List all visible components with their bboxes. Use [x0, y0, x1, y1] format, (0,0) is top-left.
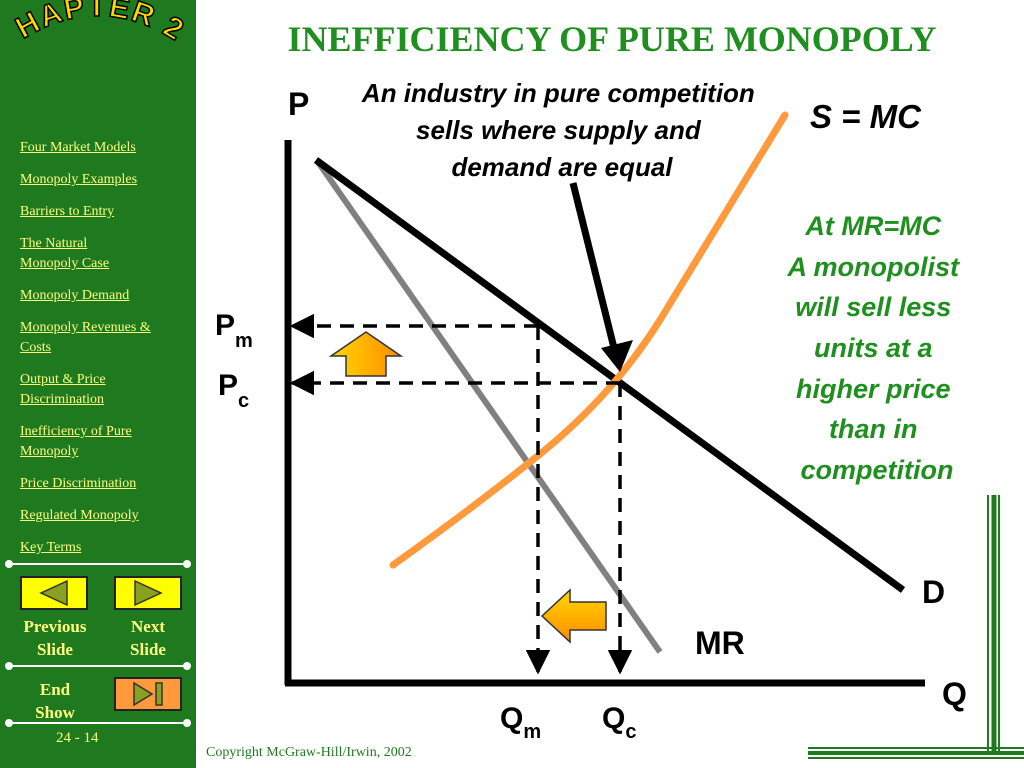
nav-link[interactable]: Output & Price Discrimination: [20, 372, 106, 407]
supply-curve-label: S = MC: [810, 98, 922, 135]
qc-label: Qc: [602, 702, 636, 743]
end-show-label[interactable]: End Show: [35, 680, 75, 722]
price-increase-arrow-icon: [328, 331, 404, 377]
monopoly-note: At MR=MC A monopolist will sell less uni…: [787, 211, 967, 485]
decorative-border: [987, 495, 1000, 753]
demand-curve: [313, 157, 906, 593]
chapter-badge: CHAPTER 24: [0, 0, 191, 49]
nav-link[interactable]: Monopoly Demand: [20, 288, 130, 303]
svg-text:CHAPTER 24: CHAPTER 24: [0, 0, 191, 48]
mr-curve-label: MR: [695, 625, 745, 661]
qm-label: Qm: [500, 702, 541, 743]
next-slide-label[interactable]: Next Slide: [130, 617, 166, 659]
previous-slide-button[interactable]: [20, 576, 88, 610]
next-slide-button[interactable]: [114, 576, 182, 610]
nav-link[interactable]: The Natural Monopoly Case: [20, 236, 110, 271]
end-show-button[interactable]: [114, 677, 182, 711]
copyright-text: Copyright McGraw-Hill/Irwin, 2002: [206, 745, 412, 760]
supply-curve: [389, 111, 789, 569]
nav-link[interactable]: Key Terms: [20, 540, 82, 555]
x-axis-label: Q: [942, 676, 967, 712]
sidebar-nav: Four Market Models Monopoly Examples Bar…: [20, 138, 190, 570]
competition-note: An industry in pure competition sells wh…: [361, 78, 762, 182]
end-show-icon: [133, 681, 163, 707]
slide-title: INEFFICIENCY OF PURE MONOPOLY: [287, 19, 937, 59]
nav-link[interactable]: Four Market Models: [20, 140, 136, 155]
mr-curve: [315, 160, 663, 654]
nav-link[interactable]: Inefficiency of Pure Monopoly: [20, 424, 132, 459]
chapter-badge-text: CHAPTER 24: [0, 0, 189, 49]
nav-link[interactable]: Barriers to Entry: [20, 204, 115, 219]
triangle-right-icon: [134, 579, 163, 607]
divider: [5, 662, 191, 670]
quantity-decrease-arrow-icon: [540, 588, 607, 644]
y-axis-label: P: [288, 86, 309, 122]
sidebar: CHAPTER 24 Four Market Models Monopoly E…: [0, 0, 196, 768]
nav-link[interactable]: Monopoly Revenues & Costs: [20, 320, 151, 355]
nav-link[interactable]: Regulated Monopoly: [20, 508, 139, 523]
slide-number: 24 - 14: [56, 730, 99, 746]
nav-link[interactable]: Monopoly Examples: [20, 172, 138, 187]
pm-label: Pm: [215, 309, 253, 352]
pc-label: Pc: [218, 369, 249, 412]
divider: [5, 560, 191, 568]
triangle-left-icon: [39, 579, 68, 607]
divider: [5, 719, 191, 727]
decorative-bottom-border: [808, 747, 1024, 759]
pointer-arrowhead: [601, 340, 633, 372]
pointer-arrow: [569, 182, 621, 361]
previous-slide-label[interactable]: Previous Slide: [23, 617, 87, 659]
monopoly-diagram: P Q S = MC D MR Pm Pc Qm Qc An industry …: [215, 78, 967, 743]
demand-curve-label: D: [922, 574, 945, 610]
nav-link[interactable]: Price Discrimination: [20, 476, 137, 491]
